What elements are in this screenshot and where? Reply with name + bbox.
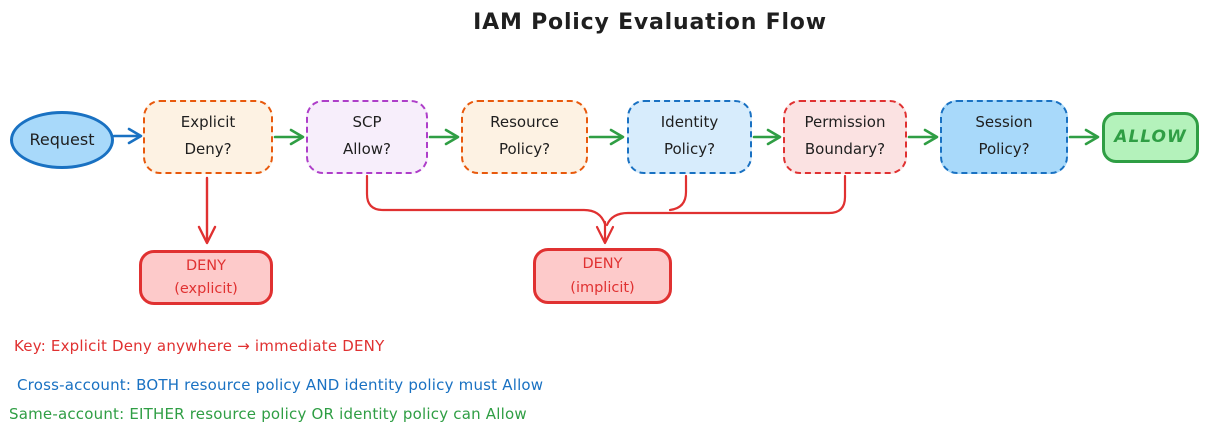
connector-permission-to-merge xyxy=(605,174,847,227)
node-permission-boundary-line1: Permission xyxy=(804,113,886,131)
legend-cross-account: Cross-account: BOTH resource policy AND … xyxy=(17,376,544,394)
node-explicit-deny-line2: Deny? xyxy=(184,140,232,158)
node-explicit-deny: Explicit Deny? xyxy=(143,100,273,174)
node-deny-explicit: DENY (explicit) xyxy=(139,250,273,305)
connector-identity-to-merge xyxy=(668,174,688,212)
node-request-label: Request xyxy=(29,130,95,149)
node-session-policy-line1: Session xyxy=(975,113,1033,131)
page-title: IAM Policy Evaluation Flow xyxy=(473,10,827,35)
node-explicit-deny-line1: Explicit xyxy=(180,113,236,131)
node-permission-boundary-line2: Boundary? xyxy=(804,140,886,158)
arrowhead-merge-to-deny-implicit xyxy=(595,225,615,245)
legend-key-explicit-deny: Key: Explicit Deny anywhere → immediate … xyxy=(14,337,385,355)
arrow-explicit-deny-to-scp xyxy=(273,128,305,146)
arrow-request-to-explicit-deny xyxy=(112,127,143,145)
node-deny-explicit-line2: (explicit) xyxy=(174,281,238,297)
node-allow: ALLOW xyxy=(1102,112,1199,163)
arrow-resource-policy-to-identity-policy xyxy=(588,128,625,146)
node-deny-implicit-line2: (implicit) xyxy=(570,279,635,296)
node-scp: SCP Allow? xyxy=(306,100,428,174)
node-identity-policy: Identity Policy? xyxy=(627,100,752,174)
node-resource-policy: Resource Policy? xyxy=(461,100,588,174)
arrow-identity-policy-to-permission-boundary xyxy=(752,128,782,146)
node-identity-policy-line1: Identity xyxy=(660,113,719,131)
arrow-permission-boundary-to-session-policy xyxy=(907,128,939,146)
arrow-session-policy-to-allow xyxy=(1068,128,1100,146)
connector-scp-to-merge xyxy=(365,174,607,226)
connector-implicit-deny-bracket xyxy=(365,174,847,245)
arrow-explicit-deny-to-deny-explicit xyxy=(197,176,217,245)
node-resource-policy-line1: Resource xyxy=(490,113,559,131)
node-deny-implicit-line1: DENY xyxy=(582,256,623,272)
node-deny-implicit: DENY (implicit) xyxy=(533,248,672,304)
node-session-policy: Session Policy? xyxy=(940,100,1068,174)
node-session-policy-line2: Policy? xyxy=(978,140,1030,158)
node-resource-policy-line2: Policy? xyxy=(498,140,551,158)
arrow-scp-to-resource-policy xyxy=(428,128,460,146)
node-scp-line1: SCP xyxy=(352,113,382,131)
node-scp-line2: Allow? xyxy=(342,140,391,158)
node-request: Request xyxy=(10,111,114,169)
node-identity-policy-line2: Policy? xyxy=(663,140,716,158)
node-permission-boundary: Permission Boundary? xyxy=(783,100,907,174)
legend-same-account: Same-account: EITHER resource policy OR … xyxy=(9,405,527,423)
node-deny-explicit-line1: DENY xyxy=(185,257,227,274)
node-allow-label: ALLOW xyxy=(1114,127,1187,147)
